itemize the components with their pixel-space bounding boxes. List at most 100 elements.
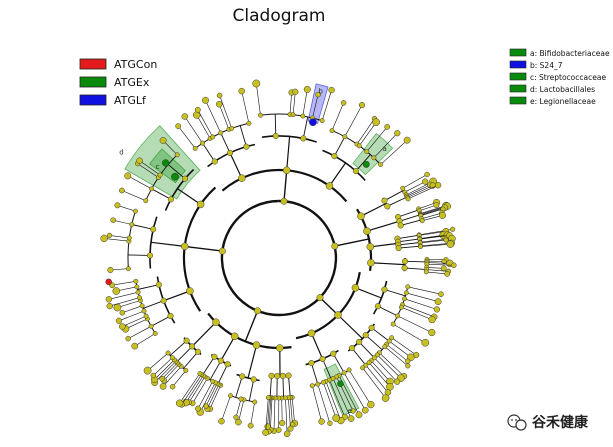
branch-line	[334, 136, 346, 157]
branch-line	[400, 219, 423, 226]
class-node	[357, 212, 365, 220]
class-arc	[261, 135, 317, 143]
family-node	[258, 112, 263, 118]
order-node	[362, 332, 369, 339]
branch-line	[332, 378, 352, 419]
family-node	[125, 266, 131, 272]
order-node	[381, 197, 388, 204]
branch-line	[407, 185, 433, 198]
clade-legend-label-c: c: Streptococcaceae	[530, 73, 606, 82]
branch-line	[104, 238, 129, 242]
branch-line	[343, 372, 366, 411]
class-node	[212, 318, 220, 326]
branch-line	[421, 212, 442, 219]
leaf-node	[119, 323, 126, 330]
branch-line	[366, 126, 388, 152]
family-node	[218, 130, 224, 136]
family-node	[371, 355, 377, 361]
leaf-node	[438, 291, 444, 297]
branch-line	[169, 340, 187, 356]
branch-line	[302, 116, 309, 139]
branch-line	[167, 164, 186, 180]
family-node	[148, 323, 154, 329]
branch-line	[200, 382, 216, 413]
branch-line	[256, 83, 261, 116]
branch-line	[235, 376, 243, 398]
branch-line	[150, 241, 185, 247]
family-node	[139, 303, 145, 309]
leaf-node	[381, 394, 390, 402]
branch-line	[184, 245, 223, 252]
branch-line	[150, 315, 171, 327]
order-node	[268, 372, 275, 379]
branch-line	[393, 323, 426, 343]
branch-line	[368, 362, 391, 387]
order-node	[381, 286, 388, 293]
branch-line	[162, 366, 182, 387]
branch-line	[209, 385, 221, 410]
branch-line	[291, 397, 295, 424]
branch-line	[426, 262, 450, 264]
family-node	[346, 367, 352, 373]
family-node	[141, 308, 147, 314]
biomarker-node-atgcon	[105, 278, 112, 286]
branch-line	[177, 188, 201, 205]
order-arc	[231, 122, 250, 129]
leaf-node	[347, 415, 355, 422]
family-node	[341, 370, 347, 376]
leaf-node	[440, 265, 447, 272]
class-node	[325, 182, 334, 190]
leaf-node	[279, 419, 286, 427]
family-node	[157, 172, 163, 178]
leaf-node	[181, 113, 189, 120]
clade-legend-label-d: d: Lactobacillales	[530, 85, 595, 94]
leaf-node	[202, 96, 209, 104]
leaf-node	[252, 79, 261, 88]
family-node	[386, 338, 392, 344]
branch-line	[348, 369, 372, 405]
family-node	[300, 113, 306, 119]
branch-line	[274, 113, 277, 137]
order-node	[189, 343, 196, 350]
chart-title: Cladogram	[233, 6, 326, 26]
branch-line	[366, 220, 400, 232]
branch-line	[404, 260, 427, 263]
leaf-node	[350, 408, 356, 414]
clade-highlights	[124, 83, 394, 417]
highlight-label-e: e	[348, 407, 352, 415]
branch-line	[179, 373, 201, 404]
order-node	[155, 281, 162, 288]
family-node	[149, 186, 155, 192]
branch-line	[310, 362, 319, 385]
branch-line	[377, 354, 402, 379]
leaf-node	[136, 157, 143, 164]
family-node	[165, 350, 171, 356]
leaf-node	[125, 335, 131, 342]
branch-line	[370, 242, 399, 248]
leaf-node	[433, 202, 440, 209]
family-node	[132, 208, 138, 214]
leaf-node	[287, 425, 294, 432]
branch-line	[202, 356, 215, 376]
leaf-node	[215, 100, 223, 108]
family-node	[366, 360, 372, 366]
branch-line	[288, 397, 291, 429]
branch-line	[172, 370, 187, 387]
branch-line	[286, 136, 291, 171]
branch-line	[220, 132, 231, 154]
leaf-node	[283, 430, 291, 438]
branch-line	[379, 352, 405, 377]
leaf-node	[450, 226, 456, 232]
leaf-node	[107, 266, 114, 274]
family-node	[210, 378, 216, 384]
order-node	[211, 353, 218, 360]
branch-line	[151, 188, 172, 200]
branch-line	[344, 104, 363, 137]
branch-line	[329, 162, 346, 187]
leaf-node	[428, 315, 436, 324]
clade-legend-swatch-b	[509, 60, 527, 69]
order-node	[356, 338, 363, 345]
order-node	[308, 360, 315, 367]
family-node	[290, 112, 296, 118]
